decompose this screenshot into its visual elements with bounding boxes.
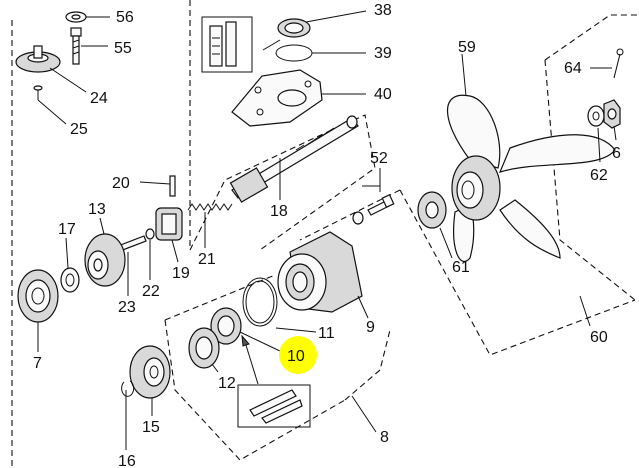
part-9-housing [277,231,363,313]
part-12-bearing [188,327,220,369]
callout-62: 62 [590,167,608,184]
part-6-nut [603,99,621,129]
callout-labels: 56 55 24 25 38 39 40 59 64 62 6 52 20 18… [33,2,621,468]
callout-12: 12 [218,375,236,392]
part-39-oring [275,44,313,62]
callout-52: 52 [370,150,388,167]
callout-8: 8 [380,429,389,446]
part-13-gear [84,233,126,287]
part-52-bolt [352,193,395,225]
callout-60: 60 [590,329,608,346]
callout-17: 17 [58,221,76,238]
callout-38: 38 [374,2,392,19]
callout-59: 59 [458,39,476,56]
part-20-pin [169,175,176,197]
leader-lines [37,10,617,450]
part-59-propeller [447,94,616,263]
highlight-circle [279,336,317,374]
callout-19: 19 [172,265,190,282]
part-55-bolt [70,27,82,65]
callout-40: 40 [374,86,392,103]
part-18-shaft [229,115,359,203]
part-21-spring [187,203,233,211]
callout-16: 16 [118,453,136,468]
callout-61: 61 [452,259,470,276]
callout-6: 6 [612,145,621,162]
part-61-thrust-washer [417,191,447,229]
part-40-cover [231,69,323,127]
part-24-anode [15,45,61,73]
part-17-washer [60,267,80,293]
callout-21: 21 [198,251,216,268]
callout-24: 24 [90,90,108,107]
inset-box-bearing-tool [237,334,311,428]
part-7-bearing [17,269,59,323]
part-25-screw [33,85,43,100]
part-10-bearing [210,307,242,345]
callout-7: 7 [33,355,42,372]
part-62-washer [587,105,605,127]
part-64-cotter-pin [613,48,624,79]
callout-55: 55 [114,40,132,57]
callout-39: 39 [374,45,392,62]
part-11-oring [242,277,278,327]
callout-15: 15 [142,419,160,436]
callout-10: 10 [287,348,305,365]
part-56-washer [65,11,87,23]
callout-9: 9 [366,319,375,336]
part-22-ring [145,228,155,240]
part-15-bevel-gear [129,345,171,399]
callout-22: 22 [142,283,160,300]
part-38-seal [277,18,311,38]
callout-18: 18 [270,203,288,220]
callout-23: 23 [118,299,136,316]
inset-box-38 [201,16,253,73]
callout-64: 64 [564,60,582,77]
callout-25: 25 [70,121,88,138]
part-19-clutch [155,207,183,241]
callout-56: 56 [116,9,134,26]
part-16-circlip [121,380,135,397]
callout-13: 13 [88,201,106,218]
callout-20: 20 [112,175,130,192]
callout-11: 11 [318,325,335,342]
